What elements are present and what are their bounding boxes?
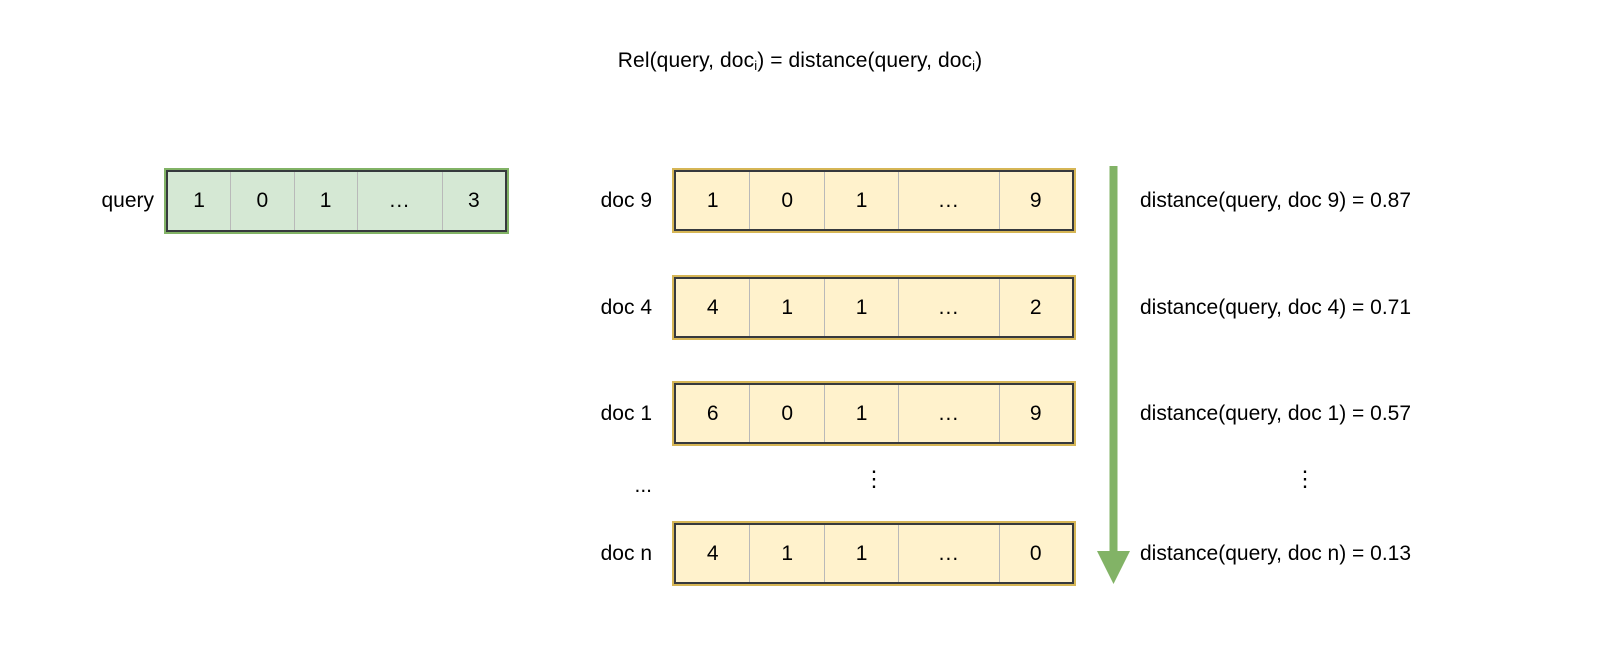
doc-row-4: doc 4 4 1 1 ... 2 <box>570 275 1076 340</box>
formula-title: Rel(query, doci) = distance(query, doci) <box>0 48 1600 79</box>
doc-1-cell-1: 0 <box>750 385 825 442</box>
doc-label-ellipsis: ... <box>634 474 652 497</box>
doc-4-cell-1: 1 <box>750 279 825 336</box>
doc-n-cell-4: 0 <box>1029 541 1042 565</box>
doc-vector-n: 4 1 1 ... 0 <box>672 521 1076 586</box>
doc-4-cell-ellipsis: ... <box>899 279 1000 336</box>
doc-vector-1-cells: 6 0 1 ... 9 <box>674 383 1074 444</box>
distance-label-doc-1: distance(query, doc 1) = 0.57 <box>1140 402 1412 425</box>
doc-9-cell-1: 0 <box>750 172 825 229</box>
doc-label-9: doc 9 <box>600 188 652 212</box>
doc-4-cell-2: 1 <box>825 279 900 336</box>
doc-4-cell-4: 2 <box>1029 295 1042 319</box>
formula-suffix: ) <box>975 49 983 72</box>
formula-subscript-1: i <box>754 58 758 73</box>
query-row: query 1 0 1 ... 3 <box>60 168 509 234</box>
query-cell-4: 3 <box>468 189 480 212</box>
query-label: query <box>101 189 154 212</box>
doc-label-4: doc 4 <box>600 295 652 319</box>
formula-subscript-2: i <box>972 58 976 73</box>
ranking-arrow-icon <box>1097 166 1130 584</box>
doc-1-cell-4: 9 <box>1029 401 1042 425</box>
query-cell-2: 1 <box>295 172 358 230</box>
distance-ellipsis: ⋮ <box>1294 466 1316 491</box>
doc-row-1: doc 1 6 0 1 ... 9 <box>570 381 1076 446</box>
doc-vector-4: 4 1 1 ... 2 <box>672 275 1076 340</box>
query-cell-1: 0 <box>231 172 295 230</box>
query-cell-ellipsis: ... <box>358 172 443 230</box>
distance-label-doc-4: distance(query, doc 4) = 0.71 <box>1140 296 1412 319</box>
doc-row-9: doc 9 1 0 1 ... 9 <box>570 168 1076 233</box>
doc-n-cell-1: 1 <box>750 525 825 582</box>
distance-label-doc-n: distance(query, doc n) = 0.13 <box>1140 542 1412 565</box>
query-vector-cells: 1 0 1 ... 3 <box>166 170 507 232</box>
doc-4-cell-0: 4 <box>676 279 751 336</box>
doc-9-cell-2: 1 <box>825 172 900 229</box>
doc-label-1: doc 1 <box>600 401 652 425</box>
formula-middle: ) = distance(query, doc <box>757 49 973 72</box>
query-cell-0: 1 <box>168 172 232 230</box>
arrow-down-shape <box>1097 166 1130 584</box>
doc-vector-4-cells: 4 1 1 ... 2 <box>674 277 1074 338</box>
doc-9-cell-0: 1 <box>676 172 751 229</box>
doc-1-cell-2: 1 <box>825 385 900 442</box>
doc-9-cell-ellipsis: ... <box>899 172 1000 229</box>
distance-label-doc-9: distance(query, doc 9) = 0.87 <box>1140 189 1412 212</box>
formula-prefix: Rel(query, doc <box>617 49 755 72</box>
doc-vector-1: 6 0 1 ... 9 <box>672 381 1076 446</box>
doc-9-cell-4: 9 <box>1029 188 1042 212</box>
doc-1-cell-0: 6 <box>676 385 751 442</box>
query-vector: 1 0 1 ... 3 <box>164 168 509 234</box>
doc-vector-n-cells: 4 1 1 ... 0 <box>674 523 1074 584</box>
doc-n-cell-ellipsis: ... <box>899 525 1000 582</box>
doc-1-cell-ellipsis: ... <box>899 385 1000 442</box>
doc-label-n: doc n <box>600 541 652 565</box>
doc-vector-ellipsis: ⋮ <box>863 466 885 491</box>
doc-n-cell-2: 1 <box>825 525 900 582</box>
doc-vector-9: 1 0 1 ... 9 <box>672 168 1076 233</box>
doc-vector-9-cells: 1 0 1 ... 9 <box>674 170 1074 231</box>
doc-row-n: doc n 4 1 1 ... 0 <box>570 521 1076 586</box>
doc-n-cell-0: 4 <box>676 525 751 582</box>
